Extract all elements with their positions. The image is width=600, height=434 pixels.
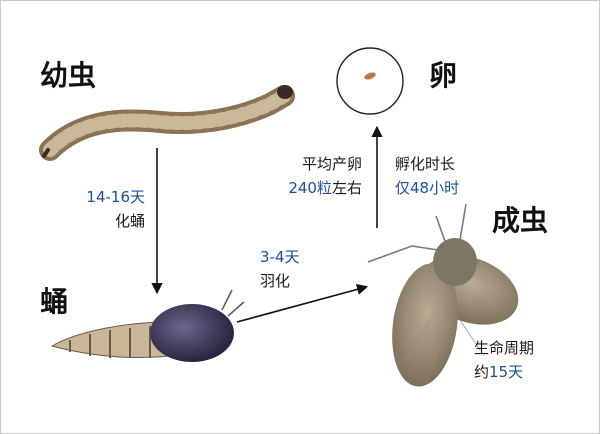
larva-to-pupa-caption: 14-16天 化蛹 — [75, 185, 145, 233]
pupa-to-adult-action: 羽化 — [260, 272, 291, 290]
egg-image — [336, 47, 404, 115]
pupa-title: 蛹 — [40, 285, 69, 318]
pupa-image — [50, 289, 245, 362]
larva-to-pupa-action: 化蛹 — [114, 212, 145, 230]
egg-title: 卵 — [429, 59, 458, 92]
hatching-duration: 仅48小时 — [395, 179, 460, 197]
lifespan-caption: 生命周期 约15天 — [474, 336, 534, 384]
hatching-label: 孵化时长 — [395, 155, 456, 173]
larva-title: 幼虫 — [40, 59, 97, 92]
larva-to-pupa-duration: 14-16天 — [86, 188, 145, 206]
lifespan-days: 15天 — [489, 363, 524, 381]
adult-title: 成虫 — [492, 204, 549, 237]
lifespan-prefix: 约 — [474, 363, 490, 381]
egg-laying-label: 平均产卵 — [301, 155, 362, 173]
hatching-caption: 孵化时长 仅48小时 — [395, 152, 459, 200]
adult-image — [367, 203, 519, 387]
pupa-to-adult-caption: 3-4天 羽化 — [260, 245, 300, 293]
egg-laying-caption: 平均产卵 240粒左右 — [276, 152, 362, 200]
lifespan-label: 生命周期 — [474, 339, 535, 357]
larva-image — [39, 85, 295, 161]
pupa-to-adult-duration: 3-4天 — [260, 248, 300, 266]
egg-count-suffix: 左右 — [331, 179, 362, 197]
arrow-pupa-to-adult — [236, 283, 369, 323]
egg-count: 240粒 — [288, 179, 332, 197]
